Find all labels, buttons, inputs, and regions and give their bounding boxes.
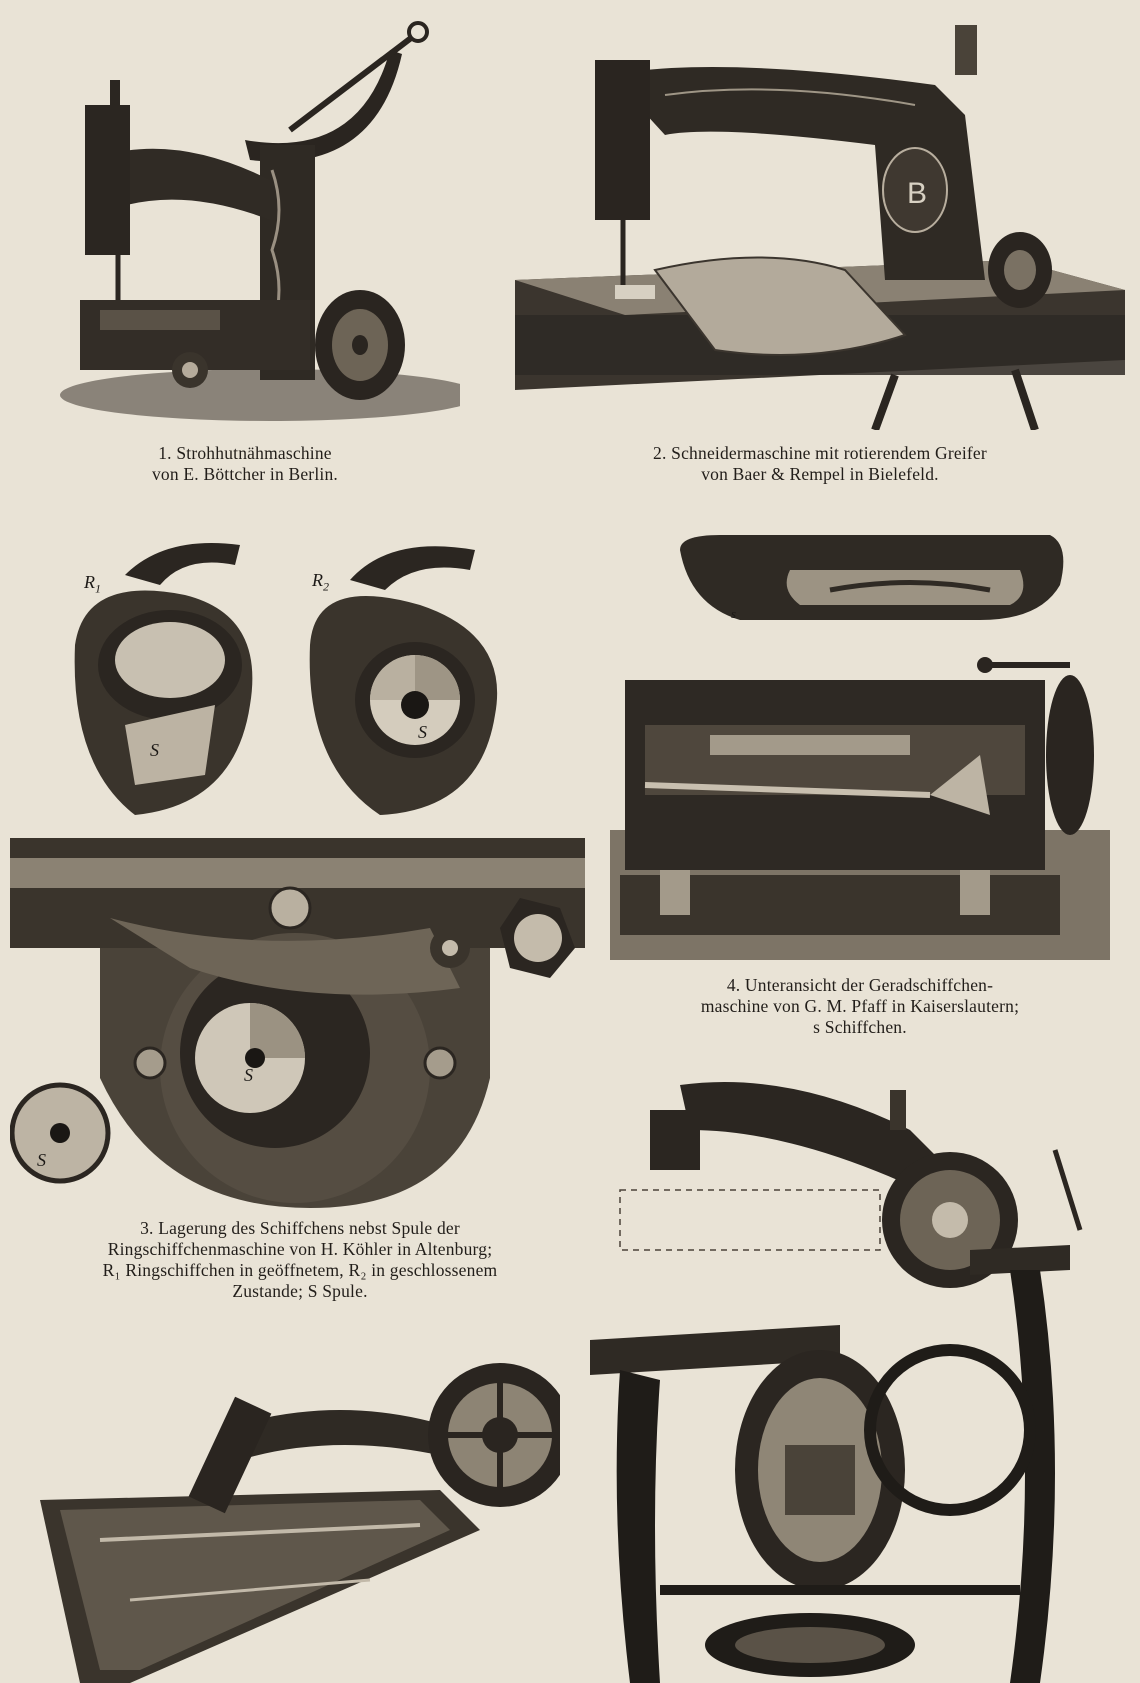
figure-2-tailor-sewing-machine: B (515, 15, 1125, 430)
caption-1-line-1: 1. Strohhutnähmaschine (158, 443, 332, 463)
caption-figure-3: 3. Lagerung des Schiffchens nebst Spule … (40, 1218, 560, 1302)
engraving-ring-shuttle-closed (309, 546, 498, 815)
label-r2: R2 (312, 570, 329, 594)
figure-3-shuttle-bearing (10, 838, 585, 1208)
engraving-bottom-left-machine (40, 1363, 560, 1683)
caption-3-line-4: Zustande; S Spule. (232, 1281, 368, 1301)
engraving-tailor-machine: B (515, 25, 1125, 430)
label-spool-main: S (244, 1065, 253, 1085)
engraving-shuttle-bearing (10, 838, 585, 1208)
figure-3-ring-shuttle-r1 (65, 535, 265, 820)
b-badge-letter: B (907, 177, 927, 210)
label-spool-r2: S (418, 722, 427, 742)
caption-figure-4: 4. Unteransicht der Geradschiffchen- mas… (630, 975, 1090, 1038)
label-shuttle-s: s (731, 606, 737, 621)
caption-3-line-3: R₁ Ringschiffchen in geöffnetem, R₂ in g… (102, 1260, 498, 1280)
caption-3-line-1: 3. Lagerung des Schiffchens nebst Spule … (140, 1218, 460, 1238)
figure-4-shuttle (680, 525, 1070, 625)
engraving-pfaff-underside (610, 657, 1110, 960)
caption-2-line-2: von Baer & Rempel in Bielefeld. (701, 464, 939, 484)
figure-1-straw-hat-sewing-machine (30, 10, 460, 430)
figure-5-treadle-underside-machine (40, 1350, 560, 1683)
label-r1: R1 (84, 572, 101, 596)
caption-figure-2: 2. Schneidermaschine mit rotierendem Gre… (585, 443, 1055, 485)
caption-4-line-2: maschine von G. M. Pfaff in Kaiserslaute… (700, 996, 1020, 1016)
label-spool-r1: S (150, 740, 159, 760)
engraving-straight-shuttle (680, 535, 1064, 620)
figure-6-treadle-sewing-machine (590, 1070, 1115, 1683)
caption-figure-1: 1. Strohhutnähmaschine von E. Böttcher i… (100, 443, 390, 485)
figure-4-underside-view (610, 645, 1110, 960)
engraving-ring-shuttle-open (74, 543, 253, 815)
figure-3-ring-shuttle-r2 (300, 535, 510, 820)
caption-4-line-3: s Schiffchen. (813, 1017, 907, 1037)
caption-1-line-2: von E. Böttcher in Berlin. (151, 464, 338, 484)
caption-2-line-1: 2. Schneidermaschine mit rotierendem Gre… (653, 443, 987, 463)
engraving-straw-hat-machine (60, 21, 460, 421)
caption-3-line-2: Ringschiffchenmaschine von H. Köhler in … (107, 1239, 493, 1259)
caption-4-line-1: 4. Unteransicht der Geradschiffchen- (726, 975, 994, 995)
label-spool-loose: S (37, 1150, 46, 1170)
engraving-treadle-machine (590, 1082, 1083, 1683)
